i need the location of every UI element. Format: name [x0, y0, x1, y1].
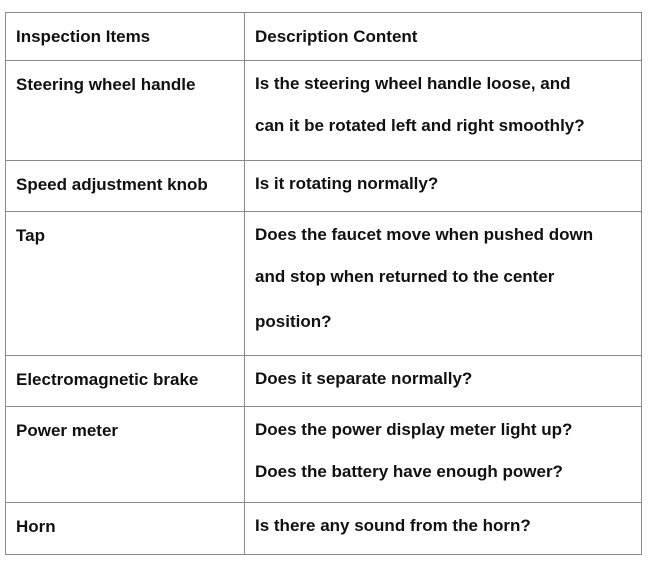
inspection-item-cell: Speed adjustment knob	[5, 160, 245, 212]
inspection-item-cell: Electromagnetic brake	[5, 355, 245, 407]
table-row: Electromagnetic brake Does it separate n…	[5, 355, 642, 407]
table-row: Steering wheel handle Is the steering wh…	[5, 60, 642, 161]
inspection-item-cell: Steering wheel handle	[5, 60, 245, 161]
description-cell: Is the steering wheel handle loose, and …	[244, 60, 642, 161]
table-row: Power meter Does the power display meter…	[5, 406, 642, 503]
description-cell: Does the power display meter light up? D…	[244, 406, 642, 503]
description-line: Is there any sound from the horn?	[255, 516, 531, 535]
table-row: Tap Does the faucet move when pushed dow…	[5, 211, 642, 356]
description-cell: Is it rotating normally?	[244, 160, 642, 212]
description-cell: Does the faucet move when pushed down an…	[244, 211, 642, 356]
inspection-item-label: Tap	[16, 226, 45, 245]
description-line: Does it separate normally?	[255, 369, 473, 388]
table-row: Horn Is there any sound from the horn?	[5, 502, 642, 555]
description-line: Does the battery have enough power?	[255, 462, 563, 481]
inspection-item-label: Horn	[16, 517, 56, 536]
inspection-item-label: Steering wheel handle	[16, 75, 196, 94]
inspection-table: Inspection Items Description Content Ste…	[5, 12, 642, 555]
inspection-item-cell: Power meter	[5, 406, 245, 503]
inspection-item-label: Speed adjustment knob	[16, 175, 208, 194]
description-cell: Does it separate normally?	[244, 355, 642, 407]
description-line: and stop when returned to the center	[255, 267, 555, 286]
inspection-item-cell: Tap	[5, 211, 245, 356]
header-inspection-items: Inspection Items	[5, 12, 245, 61]
inspection-item-cell: Horn	[5, 502, 245, 555]
table-header-row: Inspection Items Description Content	[5, 12, 642, 61]
header-description-content: Description Content	[244, 12, 642, 61]
inspection-item-label: Power meter	[16, 421, 119, 440]
table-body: Steering wheel handle Is the steering wh…	[5, 60, 642, 555]
description-line: Is the steering wheel handle loose, and	[255, 74, 571, 93]
table-row: Speed adjustment knob Is it rotating nor…	[5, 160, 642, 212]
description-line: can it be rotated left and right smoothl…	[255, 116, 585, 135]
description-line: Does the power display meter light up?	[255, 420, 573, 439]
description-line: Does the faucet move when pushed down	[255, 225, 594, 244]
inspection-item-label: Electromagnetic brake	[16, 370, 199, 389]
description-line: Is it rotating normally?	[255, 174, 439, 193]
description-line: position?	[255, 312, 332, 331]
description-cell: Is there any sound from the horn?	[244, 502, 642, 555]
